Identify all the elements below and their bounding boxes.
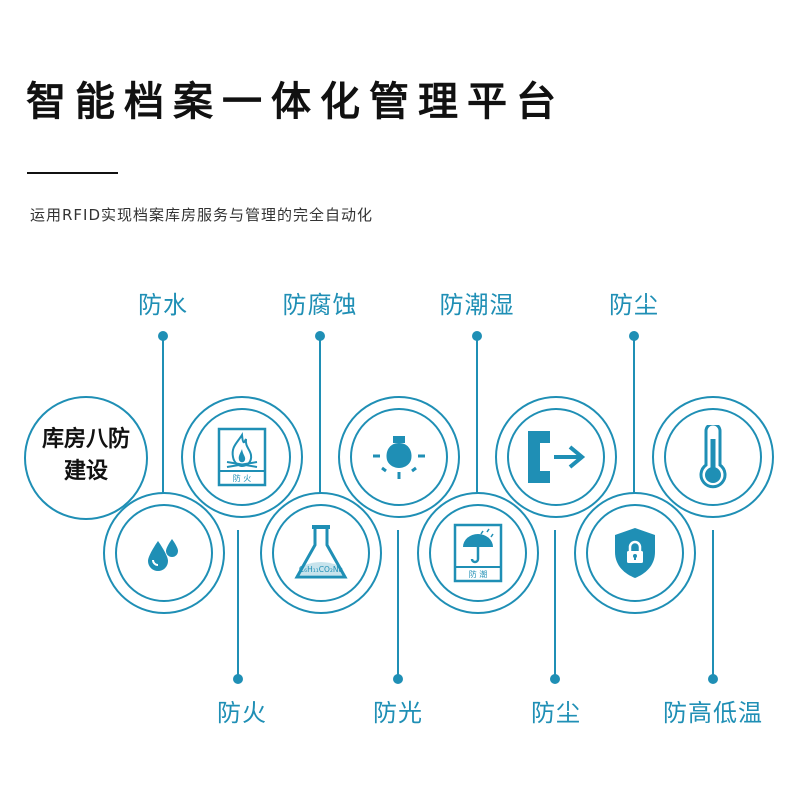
label-waterproof: 防水 [138, 291, 188, 319]
connector-dot [393, 674, 403, 684]
water-drop-icon [148, 539, 178, 571]
dustproof-exit-circle [495, 396, 617, 518]
temperature-circle [652, 396, 774, 518]
intro-circle: 库房八防 建设 [24, 396, 148, 520]
connector-line [319, 337, 321, 515]
title-underline [27, 172, 118, 174]
label-anticorrosion: 防腐蚀 [282, 291, 358, 319]
flask-icon: C₆H₁₁CO₂Na [294, 525, 348, 579]
shield-lock-icon [615, 528, 655, 578]
label-moistureproof: 防潮湿 [439, 291, 515, 319]
label-temperature: 防高低温 [663, 699, 763, 727]
connector-dot [708, 674, 718, 684]
connector-line [712, 530, 714, 678]
intro-text: 库房八防 建设 [26, 424, 146, 488]
connector-line [397, 530, 399, 678]
connector-dot [629, 331, 639, 341]
connector-dot [158, 331, 168, 341]
connector-dot [550, 674, 560, 684]
connector-line [633, 337, 635, 515]
fire-sign-text: 防 火 [233, 473, 252, 483]
connector-line [554, 530, 556, 678]
moistureproof-circle: 防 潮 [417, 492, 539, 614]
connector-line [162, 337, 164, 515]
connector-dot [315, 331, 325, 341]
flask-formula: C₆H₁₁CO₂Na [299, 565, 343, 574]
intro-line-2: 建设 [63, 459, 108, 484]
lightproof-circle [338, 396, 460, 518]
fireproof-circle: 防 火 [181, 396, 303, 518]
connector-line [476, 337, 478, 515]
connector-dot [233, 674, 243, 684]
dustproof-circle [574, 492, 696, 614]
label-dustproof-top: 防尘 [609, 291, 659, 319]
page-title: 智能档案一体化管理平台 [26, 79, 565, 125]
fire-sign-icon: 防 火 [217, 427, 267, 487]
intro-line-1: 库房八防 [41, 427, 130, 452]
umbrella-sign-icon: 防 潮 [453, 523, 503, 583]
label-fireproof: 防火 [217, 699, 267, 727]
light-bulb-icon [373, 436, 425, 479]
label-dustproof-bottom: 防尘 [531, 699, 581, 727]
connector-line [237, 530, 239, 678]
anticorrosion-circle: C₆H₁₁CO₂Na [260, 492, 382, 614]
exit-arrow-icon [528, 431, 586, 483]
thermometer-icon [699, 425, 727, 489]
page-subtitle: 运用RFID实现档案库房服务与管理的完全自动化 [30, 206, 374, 224]
label-lightproof: 防光 [373, 699, 423, 727]
humidity-sign-text: 防 潮 [469, 569, 488, 579]
connector-dot [472, 331, 482, 341]
waterproof-circle [103, 492, 225, 614]
